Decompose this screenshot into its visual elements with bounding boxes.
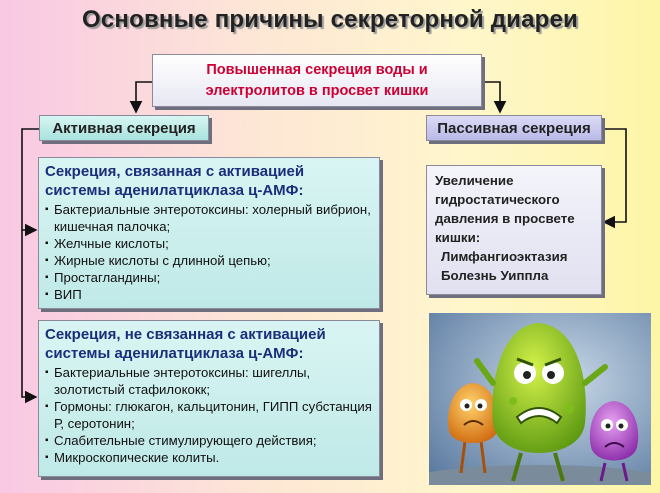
bullet-icon: ▪ (45, 367, 49, 378)
list-item: ▪ Бактериальные энтеротоксины: холерный в… (45, 201, 373, 235)
list-item: ▪ ВИП (45, 286, 373, 303)
passive-item: Болезнь Уиппла (441, 268, 549, 283)
panel1-heading-colon: : (298, 182, 304, 199)
list-item: ▪ Гормоны: глюкагон, кальцитонин, ГИПП су… (45, 398, 373, 432)
list-item: ▪ Жирные кислоты с длинной цепью; (45, 252, 373, 269)
panel2-heading-line1: Секреция, не связанная с активацией (45, 326, 326, 343)
panel2-list: ▪ Бактериальные энтеротоксины: шигеллы, з… (45, 364, 373, 466)
arrow-to-passive (482, 81, 507, 114)
list-item: ▪ Слабительные стимулирующего действия; (45, 432, 373, 449)
panel1-heading-line1: Секреция, связанная с активацией (45, 163, 305, 180)
arrow-to-panel1 (21, 128, 40, 237)
list-item: ▪ Простагландины; (45, 269, 373, 286)
list-item: ▪ Бактериальные энтеротоксины: шигеллы, з… (45, 364, 373, 398)
passive-item: Лимфангиоэктазия (441, 249, 568, 264)
arrow-to-active (129, 81, 152, 114)
arrow-to-passive-panel (602, 128, 627, 229)
arrow-to-panel2 (21, 230, 38, 404)
list-item-text: Желчные кислоты; (54, 236, 169, 251)
root-cause-box: Повышенная секреция воды и электролитов … (152, 54, 482, 107)
panel1-heading-line2-text: системы аденилатциклаза ц-АМФ (45, 182, 299, 199)
hydrostatic-panel: Увеличение гидростатического давления в … (426, 165, 602, 295)
panel1-list: ▪ Бактериальные энтеротоксины: холерный в… (45, 201, 373, 303)
panel1-heading-line2: системы аденилатциклаза ц-АМФ: (45, 181, 373, 200)
list-item-text: Слабительные стимулирующего действия; (54, 433, 317, 448)
bullet-icon: ▪ (45, 255, 49, 266)
passive-line: Увеличение (435, 173, 514, 188)
bullet-icon: ▪ (45, 452, 49, 463)
panel2-heading-colon: : (298, 345, 304, 362)
list-item-text: Бактериальные энтеротоксины: холерный ви… (54, 202, 371, 234)
bullet-icon: ▪ (45, 401, 49, 412)
list-item-text: ВИП (54, 287, 82, 302)
bullet-icon: ▪ (45, 204, 49, 215)
root-cause-line2: электролитов в просвет кишки (205, 83, 429, 99)
panel2-heading-line2: системы аденилатциклаза ц-АМФ: (45, 344, 373, 363)
list-item-text: Гормоны: глюкагон, кальцитонин, ГИПП суб… (54, 399, 372, 431)
active-secretion-label: Активная секреция (39, 115, 209, 141)
list-item: ▪ Микроскопические колиты. (45, 449, 373, 466)
bullet-icon: ▪ (45, 238, 49, 249)
list-item: ▪ Желчные кислоты; (45, 235, 373, 252)
passive-line: гидростатического (435, 192, 560, 207)
page-title: Основные причины секреторной диареи (81, 6, 579, 33)
bullet-icon: ▪ (45, 272, 49, 283)
passive-line: давления в просвете (435, 211, 575, 226)
bullet-icon: ▪ (45, 435, 49, 446)
passive-secretion-label: Пассивная секреция (426, 115, 602, 141)
list-item-text: Простагландины; (54, 270, 161, 285)
orange-germ-icon (448, 383, 499, 474)
non-camp-panel: Секреция, не связанная с активацией сист… (38, 320, 380, 477)
germs-illustration (429, 313, 651, 485)
panel2-heading-line2-text: системы аденилатциклаза ц-АМФ (45, 345, 299, 362)
germs-picture (429, 313, 651, 485)
passive-line: кишки: (435, 230, 481, 245)
panel1-heading: Секреция, связанная с активацией системы… (45, 162, 373, 200)
list-item-text: Жирные кислоты с длинной цепью; (54, 253, 271, 268)
purple-germ-icon (589, 401, 639, 482)
bullet-icon: ▪ (45, 289, 49, 300)
panel2-heading: Секреция, не связанная с активацией сист… (45, 325, 373, 363)
list-item-text: Микроскопические колиты. (54, 450, 220, 465)
green-germ-icon (474, 323, 608, 482)
camp-related-panel: Секреция, связанная с активацией системы… (38, 157, 380, 309)
list-item-text: Бактериальные энтеротоксины: шигеллы, зо… (54, 365, 311, 397)
root-cause-line1: Повышенная секреция воды и (206, 62, 428, 78)
